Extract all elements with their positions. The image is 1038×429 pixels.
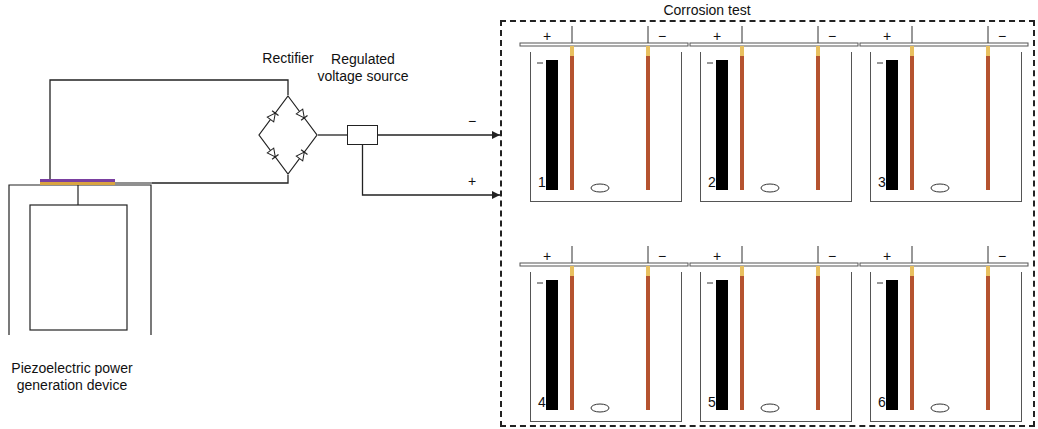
- piezo-illustration: [8, 179, 152, 335]
- wire-connector: [152, 175, 288, 183]
- beaker-number: 1: [538, 174, 546, 191]
- piezo-layer: [40, 179, 115, 182]
- rectifier-bridge: Rectifier: [258, 95, 318, 175]
- regulated-source-box: Regulated voltage source: [347, 125, 378, 145]
- polarity-label: +: [466, 173, 478, 189]
- terminal-sign: +: [543, 28, 551, 45]
- diode-symbol: [296, 150, 307, 161]
- diode-symbol: [267, 111, 278, 122]
- beaker-number: 5: [708, 394, 716, 411]
- polarity-label: −: [466, 113, 478, 129]
- terminal-sign: +: [713, 28, 721, 45]
- bridge-outline: [258, 95, 318, 175]
- beaker-contents: [520, 26, 688, 192]
- terminal-sign: −: [828, 248, 836, 265]
- wire-connector: [318, 135, 347, 136]
- beaker-number: 2: [708, 174, 716, 191]
- bridge-diamond: [259, 96, 317, 174]
- vibration-box: [30, 205, 127, 330]
- test-beaker: +−5: [700, 272, 852, 422]
- piezo-device: Piezoelectric power generation device: [8, 179, 152, 335]
- test-beaker: +−6: [870, 272, 1022, 422]
- terminal-sign: −: [998, 248, 1006, 265]
- beaker-contents: [690, 246, 858, 412]
- beaker-contents: [520, 246, 688, 412]
- beaker-contents: [690, 26, 858, 192]
- test-beaker: +−2: [700, 52, 852, 202]
- beaker-number: 3: [878, 174, 886, 191]
- beaker-contents: [860, 246, 1028, 412]
- terminal-sign: +: [713, 248, 721, 265]
- stem: [77, 185, 78, 205]
- support-frame: [9, 185, 151, 335]
- beaker-number: 4: [538, 394, 546, 411]
- terminal-sign: −: [658, 28, 666, 45]
- test-beaker: +−3: [870, 52, 1022, 202]
- rectifier-label: Rectifier: [262, 50, 313, 67]
- test-beaker: +−4: [530, 272, 682, 422]
- wire-connector: [378, 131, 500, 139]
- wire-connector: [50, 80, 288, 179]
- source-label: Regulated voltage source: [313, 51, 413, 85]
- terminal-sign: +: [883, 28, 891, 45]
- device-label: Piezoelectric power generation device: [2, 360, 142, 394]
- beaker-number: 6: [878, 394, 886, 411]
- terminal-sign: +: [883, 248, 891, 265]
- terminal-sign: −: [658, 248, 666, 265]
- terminal-sign: −: [828, 28, 836, 45]
- beaker-contents: [860, 26, 1028, 192]
- region-title: Corrosion test: [663, 2, 750, 19]
- test-region: Corrosion test+−1+−2+−3+−4+−5+−6: [500, 20, 1035, 427]
- test-beaker: +−1: [530, 52, 682, 202]
- lead-wire: [115, 182, 152, 183]
- wire-connector: [363, 145, 501, 199]
- diode-symbol: [267, 148, 278, 159]
- piezo-layer: [40, 182, 115, 185]
- terminal-sign: +: [543, 248, 551, 265]
- diode-symbol: [296, 109, 307, 120]
- terminal-sign: −: [998, 28, 1006, 45]
